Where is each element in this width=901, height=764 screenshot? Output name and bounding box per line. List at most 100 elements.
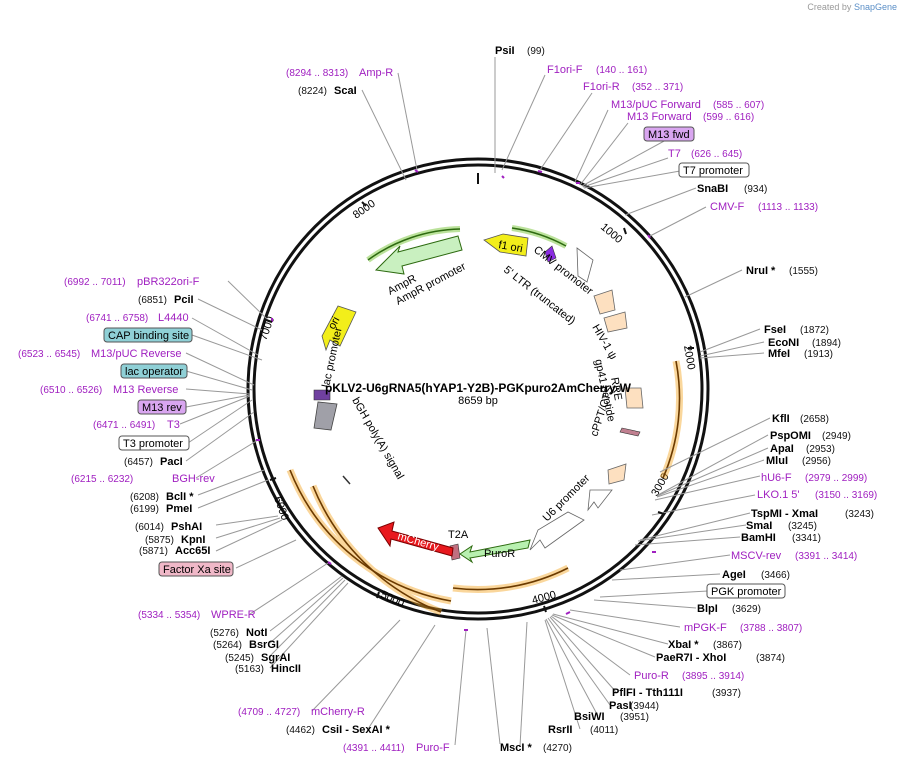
site-tspmi-xmai: TspMI - XmaI — [751, 508, 818, 520]
primer-hu6-f-range: (2979 .. 2999) — [805, 473, 867, 484]
primer-t7: T7 — [668, 148, 681, 160]
primer-t7-range: (626 .. 645) — [691, 149, 742, 160]
bgh-marker — [342, 475, 351, 485]
primer-f1ori-r: F1ori-R — [583, 81, 620, 93]
primer-f1ori-r-range: (352 .. 371) — [632, 82, 683, 93]
site-snabi-pos: (934) — [744, 184, 767, 195]
site-pmei-pos: (6199) — [130, 504, 159, 515]
site-xbai-pos: (3867) — [713, 640, 742, 651]
t7-promoter-label: T7 promoter — [683, 165, 743, 177]
site-csii-sexai-pos: (4462) — [286, 725, 315, 736]
m13-rev-label: M13 rev — [142, 402, 182, 414]
lac-operator-box — [120, 363, 188, 379]
site-paci-pos: (6457) — [124, 457, 153, 468]
primer-m13-forward: M13 Forward — [627, 111, 692, 123]
site-rsrii: RsrII — [548, 724, 572, 736]
primer-f1ori-f: F1ori-F — [547, 64, 583, 76]
left-site-labels: ScaI (8224) PciI (6851) PacI (6457) BclI… — [124, 85, 391, 736]
m13-rev-box — [137, 399, 187, 415]
ori-label: ori — [326, 315, 342, 331]
primer-wpre-r-range: (5334 .. 5354) — [138, 610, 200, 621]
ampr-arrow — [374, 235, 463, 275]
boxed-feature-labels: M13 fwd T7 promoter PGK promoter CAP bin… — [103, 126, 786, 599]
site-hincii-pos: (5163) — [235, 664, 264, 675]
rre-label: RRE — [608, 376, 624, 401]
site-pflfi-tth111i: PflFI - Tth111I — [612, 687, 683, 699]
site-acc65i: Acc65I — [175, 545, 210, 557]
cap-binding-site-label: CAP binding site — [108, 330, 189, 342]
t3-promoter-label: T3 promoter — [123, 438, 183, 450]
site-pcii-pos: (6851) — [138, 295, 167, 306]
site-hincii: HincII — [271, 663, 301, 675]
site-pshai: PshAI — [171, 521, 202, 533]
primer-l4440: L4440 — [158, 312, 189, 324]
green-range-lines — [367, 227, 567, 261]
site-bcli: BclI * — [166, 491, 194, 503]
primer-m13-forward-range: (599 .. 616) — [703, 112, 754, 123]
m13-fwd-box — [643, 126, 695, 142]
site-noti: NotI — [246, 627, 267, 639]
lac-operator-label: lac operator — [125, 366, 183, 378]
rre-box — [624, 387, 644, 409]
site-paer7i-xhoi-pos: (3874) — [756, 653, 785, 664]
primer-puro-r: Puro-R — [634, 670, 669, 682]
site-msci: MscI * — [500, 742, 533, 754]
site-bamhi-pos: (3341) — [792, 533, 821, 544]
site-rsrii-pos: (4011) — [590, 725, 618, 736]
site-pspomi: PspOMI — [770, 430, 811, 442]
primer-mscv-rev: MSCV-rev — [731, 550, 782, 562]
primer-m13-reverse-range: (6510 .. 6526) — [40, 385, 102, 396]
u6-promoter-arrow — [587, 489, 613, 512]
site-pcii: PciI — [174, 294, 194, 306]
primer-mpgk-f-range: (3788 .. 3807) — [740, 623, 802, 634]
backbone-inner-ring — [252, 163, 704, 615]
tick-6000: 6000 — [271, 495, 291, 522]
site-acc65i-pos: (5871) — [139, 546, 168, 557]
site-bcli-pos: (6208) — [130, 492, 159, 503]
primer-labels: F1ori-F (140 .. 161) F1ori-R (352 .. 371… — [18, 64, 877, 754]
site-smai: SmaI — [746, 520, 772, 532]
site-apai: ApaI — [770, 443, 794, 455]
primer-puro-f: Puro-F — [416, 742, 450, 754]
ltr-box — [593, 289, 616, 315]
t7-promoter-box — [678, 162, 750, 178]
site-mlui: MluI — [766, 455, 788, 467]
site-noti-pos: (5276) — [210, 628, 239, 639]
factor-xa-site-label: Factor Xa site — [163, 564, 231, 576]
orf-arrows — [289, 360, 681, 613]
plasmid-name: pKLV2-U6gRNA5(hYAP1-Y2B)-PGKpuro2AmCherr… — [325, 381, 632, 395]
mcherry-label: mCherry — [396, 530, 440, 553]
site-sgrai: SgrAI — [261, 652, 290, 664]
bgh-label: bGH poly(A) signal — [349, 396, 406, 482]
primer-marker — [544, 245, 557, 263]
primer-pbr322ori-f-range: (6992 .. 7011) — [64, 277, 126, 288]
t2a-label: T2A — [448, 529, 469, 541]
hiv-psi-box — [603, 311, 628, 333]
primer-hu6-f: hU6-F — [761, 472, 792, 484]
primer-f1ori-f-range: (140 .. 161) — [596, 65, 647, 76]
primer-amp-r-range: (8294 .. 8313) — [286, 68, 348, 79]
site-kpni: KpnI — [181, 534, 205, 546]
primer-t3: T3 — [167, 419, 180, 431]
site-paer7i-xhoi: PaeR7I - XhoI — [656, 652, 726, 664]
cap-binding-site-box — [103, 327, 193, 343]
site-apai-pos: (2953) — [806, 444, 835, 455]
primer-cmv-f-range: (1113 .. 1133) — [758, 202, 818, 213]
site-fsei-pos: (1872) — [800, 325, 829, 336]
site-msci-pos: (4270) — [543, 743, 572, 754]
primer-m13puc-forward: M13/pUC Forward — [611, 99, 701, 111]
site-pmei: PmeI — [166, 503, 192, 515]
site-agei: AgeI — [722, 569, 746, 581]
primer-pbr322ori-f: pBR322ori-F — [137, 276, 200, 288]
created-by-credit: Created by SnapGene — [807, 2, 897, 12]
site-paci: PacI — [160, 456, 183, 468]
site-kfli: KflI — [772, 413, 790, 425]
cppt-box — [607, 463, 627, 485]
leader-lines — [179, 57, 771, 747]
primer-m13puc-reverse-range: (6523 .. 6545) — [18, 349, 80, 360]
site-bsrgi-pos: (5264) — [213, 640, 242, 651]
site-scai: ScaI — [334, 85, 357, 97]
f1-ori-arrow — [483, 233, 529, 257]
factor-xa-site-box — [158, 561, 234, 577]
primer-mcherry-r-range: (4709 .. 4727) — [238, 707, 300, 718]
